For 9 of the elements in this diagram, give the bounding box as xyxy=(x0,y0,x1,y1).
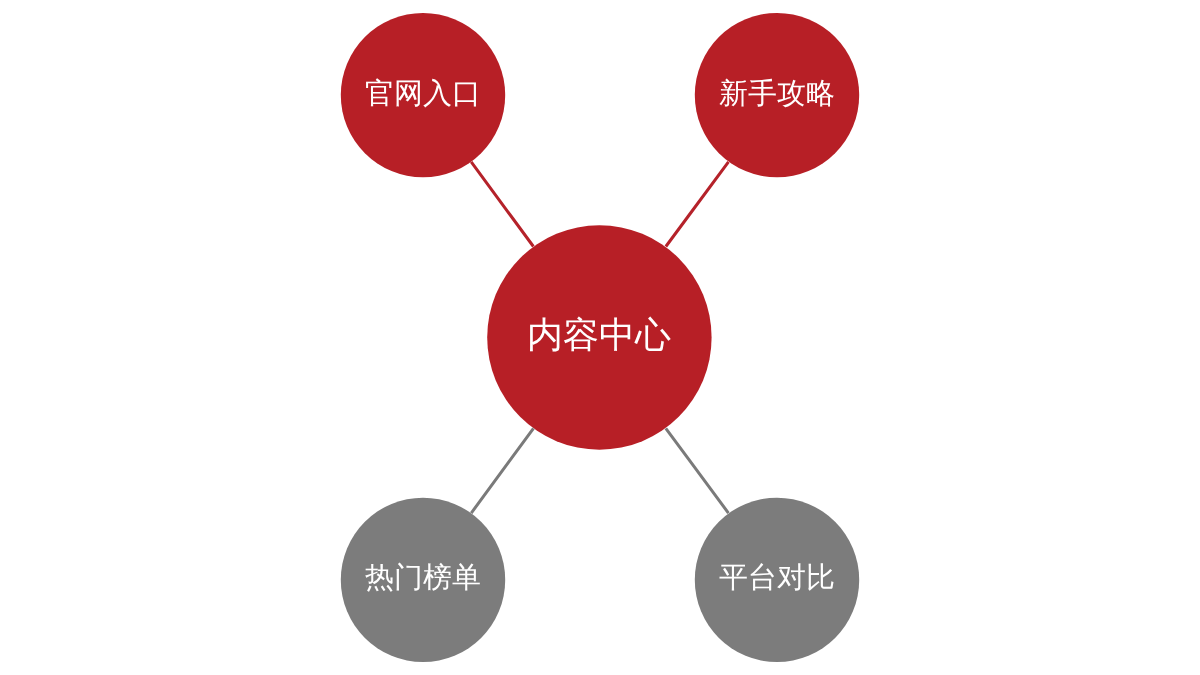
connector xyxy=(470,427,535,514)
node-circle: 新手攻略 xyxy=(694,12,860,178)
node-circle: 内容中心 xyxy=(487,225,712,450)
node-circle: 热门榜单 xyxy=(340,497,506,663)
connector xyxy=(470,161,535,248)
connector xyxy=(664,427,730,514)
node-circle: 平台对比 xyxy=(694,497,860,663)
node-circle: 官网入口 xyxy=(340,12,506,178)
connector xyxy=(664,161,730,248)
